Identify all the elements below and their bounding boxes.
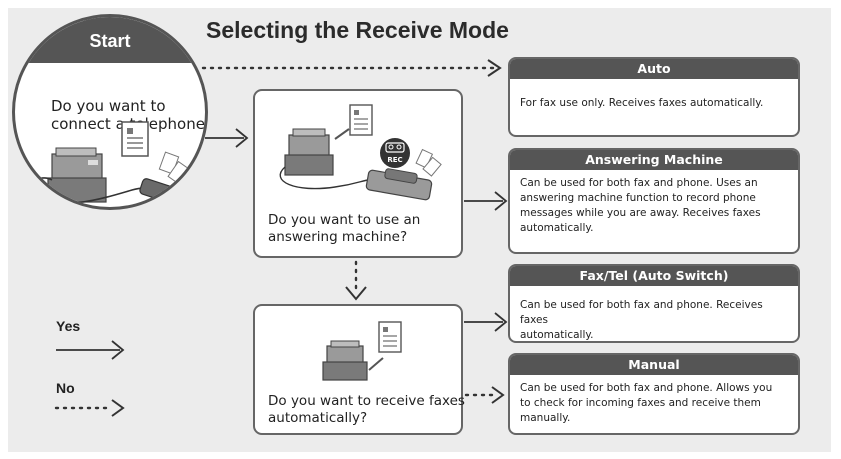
answering-machine-question-box: REC Do you want to use an answering mach…: [253, 89, 463, 258]
mode-faxtel-line: Can be used for both fax and phone. Rece…: [520, 299, 763, 326]
start-header: Start: [15, 17, 205, 63]
mode-answering-line: messages while you are away. Receives fa…: [520, 207, 761, 219]
start-circle: Start Do you want to connect a telephone…: [12, 14, 208, 210]
mode-answering-line: Can be used for both fax and phone. Uses…: [520, 177, 758, 189]
answering-machine-question: Do you want to use an answering machine?: [268, 212, 420, 246]
fax-receive-illustration: [322, 321, 402, 381]
receive-question-line1: Do you want to receive faxes: [268, 393, 465, 409]
start-label: Start: [89, 31, 131, 51]
legend-no-label: No: [56, 380, 75, 396]
rec-icon: REC: [380, 138, 410, 168]
fax-machine-icon: [47, 147, 107, 203]
receive-automatically-question-box: Do you want to receive faxes automatical…: [253, 304, 465, 435]
yes-arrow-to-faxtel-mode: [464, 312, 508, 332]
legend-yes-arrow: [56, 340, 125, 360]
mode-answering-line: answering machine function to record pho…: [520, 192, 756, 204]
mode-faxtel-title: Fax/Tel (Auto Switch): [510, 266, 798, 286]
mode-auto-line: For fax use only. Receives faxes automat…: [520, 97, 764, 109]
mode-fax-tel: Fax/Tel (Auto Switch) Can be used for bo…: [508, 264, 800, 343]
rec-label: REC: [387, 156, 402, 164]
answering-question-line1: Do you want to use an: [268, 212, 421, 228]
mode-auto-title: Auto: [510, 59, 798, 79]
mode-manual: Manual Can be used for both fax and phon…: [508, 353, 800, 435]
mode-manual-line: Can be used for both fax and phone. Allo…: [520, 382, 773, 394]
mode-auto: Auto For fax use only. Receives faxes au…: [508, 57, 800, 137]
legend-no-arrow: [54, 399, 125, 417]
fax-phone-illustration: [29, 121, 199, 207]
page-title: Selecting the Receive Mode: [206, 17, 509, 43]
yes-arrow-to-answering-question: [205, 128, 249, 148]
mode-answering-machine: Answering Machine Can be used for both f…: [508, 148, 800, 254]
fax-machine-icon: [322, 340, 368, 381]
answering-machine-illustration: REC: [279, 104, 442, 201]
legend-yes-label: Yes: [56, 318, 81, 334]
yes-arrow-to-answering-mode: [464, 191, 508, 211]
mode-manual-line: manually.: [520, 412, 571, 424]
telephone-icon: [139, 178, 199, 207]
mode-faxtel-line: automatically.: [520, 329, 594, 341]
no-arrow-to-auto: [201, 59, 502, 77]
start-question-line1: Do you want to: [51, 97, 166, 115]
answering-machine-icon: [365, 168, 433, 201]
mode-answering-title: Answering Machine: [510, 150, 798, 170]
document-icon: [378, 321, 402, 353]
mode-manual-line: to check for incoming faxes and receive …: [520, 397, 761, 409]
no-arrow-to-manual-mode: [464, 386, 505, 404]
answering-question-line2: answering machine?: [268, 229, 408, 245]
mode-manual-title: Manual: [510, 355, 798, 375]
document-icon: [349, 104, 373, 136]
receive-question-line2: automatically?: [268, 410, 368, 426]
receive-question: Do you want to receive faxes automatical…: [268, 393, 465, 427]
no-arrow-to-receive-question: [345, 260, 367, 301]
mode-answering-line: automatically.: [520, 222, 594, 234]
document-icon: [121, 121, 149, 157]
fax-machine-icon: [284, 128, 334, 176]
